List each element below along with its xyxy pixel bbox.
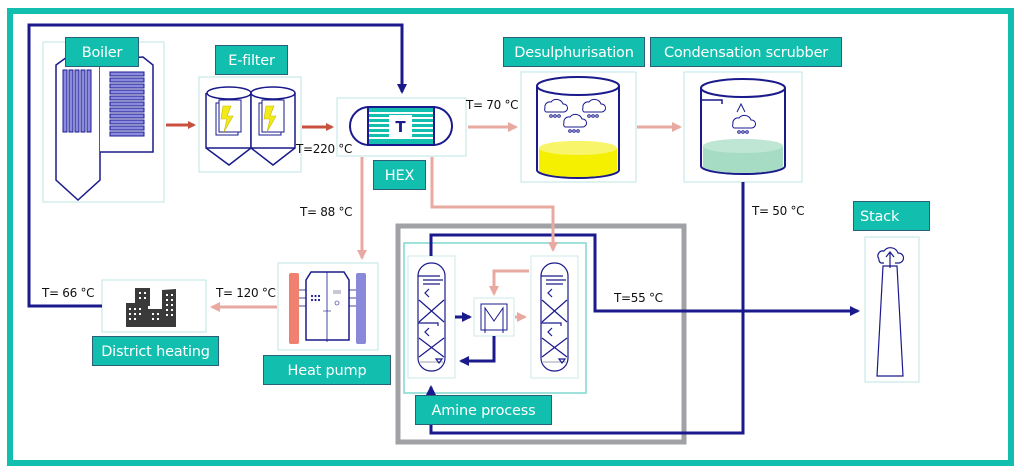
reboiler-icon — [480, 303, 508, 333]
efilter-label: E-filter — [215, 45, 288, 75]
city-buildings-icon — [126, 288, 176, 327]
temp-heatpump-out: T= 120 °C — [216, 286, 276, 300]
temp-scrubber-out: T= 50 °C — [752, 204, 805, 218]
heat-exchanger-icon: T — [349, 106, 453, 146]
hex-to-amine-line — [430, 157, 558, 252]
hex-badge: T — [395, 118, 406, 136]
stripper-box — [530, 255, 579, 379]
temp-district-return: T= 66 °C — [42, 286, 95, 300]
outer-frame — [7, 8, 1014, 466]
desulph-label: Desulphurisation — [503, 37, 645, 67]
district-return-line — [27, 23, 407, 308]
temp-hex-out: T= 70 °C — [466, 98, 519, 112]
chimney-stack-icon — [876, 247, 905, 377]
hex-label: HEX — [373, 160, 426, 190]
boiler-icon — [55, 56, 154, 202]
temp-hex-in: T=220 °C — [296, 142, 353, 156]
desulphurisation-tank-icon — [536, 76, 620, 179]
stack-label: Stack — [853, 201, 930, 231]
capture-frame — [395, 223, 687, 445]
absorber-column-icon — [417, 262, 446, 372]
amine-to-stack-line — [429, 233, 860, 316]
temp-hex-to-heatpump: T= 88 °C — [300, 205, 353, 219]
stripper-to-reboiler-line — [489, 269, 529, 296]
warm-flow-lines — [210, 122, 682, 322]
temp-amine-out: T=55 °C — [614, 291, 663, 305]
amine-inner-frame — [403, 242, 587, 394]
scrubber-tank-icon — [700, 78, 786, 175]
heat-pump-icon — [289, 271, 366, 344]
boiler-label: Boiler — [65, 37, 139, 67]
scrubber-label: Condensation scrubber — [650, 37, 842, 67]
hot-flow-lines — [166, 121, 334, 131]
reboiler-to-absorber-line — [459, 336, 496, 366]
heatpump-label: Heat pump — [263, 355, 391, 385]
amine-label: Amine process — [415, 395, 552, 425]
electrostatic-filter-icon — [205, 86, 296, 166]
district-label: District heating — [92, 336, 219, 366]
stripper-column-icon — [540, 262, 569, 372]
